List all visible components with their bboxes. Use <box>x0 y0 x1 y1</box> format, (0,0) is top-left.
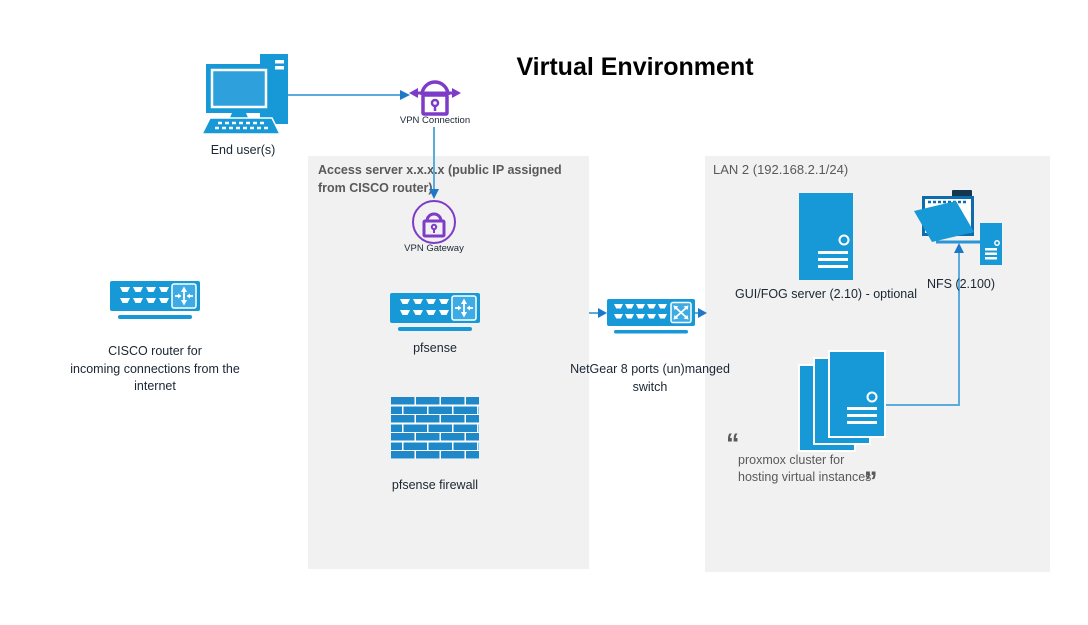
vpn-connection-label: VPN Connection <box>399 115 471 126</box>
vpn-connection-icon <box>409 66 461 116</box>
cisco-router-label: CISCO router for incoming connections fr… <box>70 344 240 393</box>
proxmox-cluster-label: proxmox cluster for hosting virtual inst… <box>738 453 872 484</box>
access-server-group: Access server x.x.x.x (public IP assigne… <box>308 156 589 569</box>
gui-fog-server-label: GUI/FOG server (2.10) - optional <box>734 287 918 301</box>
page-title: Virtual Environment <box>516 53 754 81</box>
arrowhead-right-2 <box>598 308 607 318</box>
pfsense-firewall-icon <box>391 397 479 459</box>
lan2-group-title: LAN 2 (192.168.2.1/24) <box>713 162 849 177</box>
netgear-switch-label: NetGear 8 ports (un)manged switch <box>570 362 730 394</box>
gui-fog-server-icon <box>799 193 853 280</box>
vpn-gateway-label: VPN Gateway <box>404 243 464 254</box>
cisco-router-icon <box>110 281 200 321</box>
end-user-computer-icon <box>198 52 292 138</box>
end-user-label: End user(s) <box>210 143 276 157</box>
nfs-label: NFS (2.100) <box>926 277 996 291</box>
vpn-gateway-icon <box>411 199 457 245</box>
pfsense-label: pfsense <box>413 341 457 355</box>
proxmox-cluster-icon <box>797 349 887 453</box>
nfs-storage-icon <box>913 186 1005 268</box>
proxmox-open-quote: “ <box>726 428 740 458</box>
pfsense-router-icon <box>390 293 480 333</box>
pfsense-firewall-label: pfsense firewall <box>391 478 479 492</box>
netgear-switch-icon <box>607 299 695 335</box>
access-server-group-title: Access server x.x.x.x (public IP assigne… <box>318 163 562 195</box>
proxmox-close-quote: ” <box>864 466 878 496</box>
